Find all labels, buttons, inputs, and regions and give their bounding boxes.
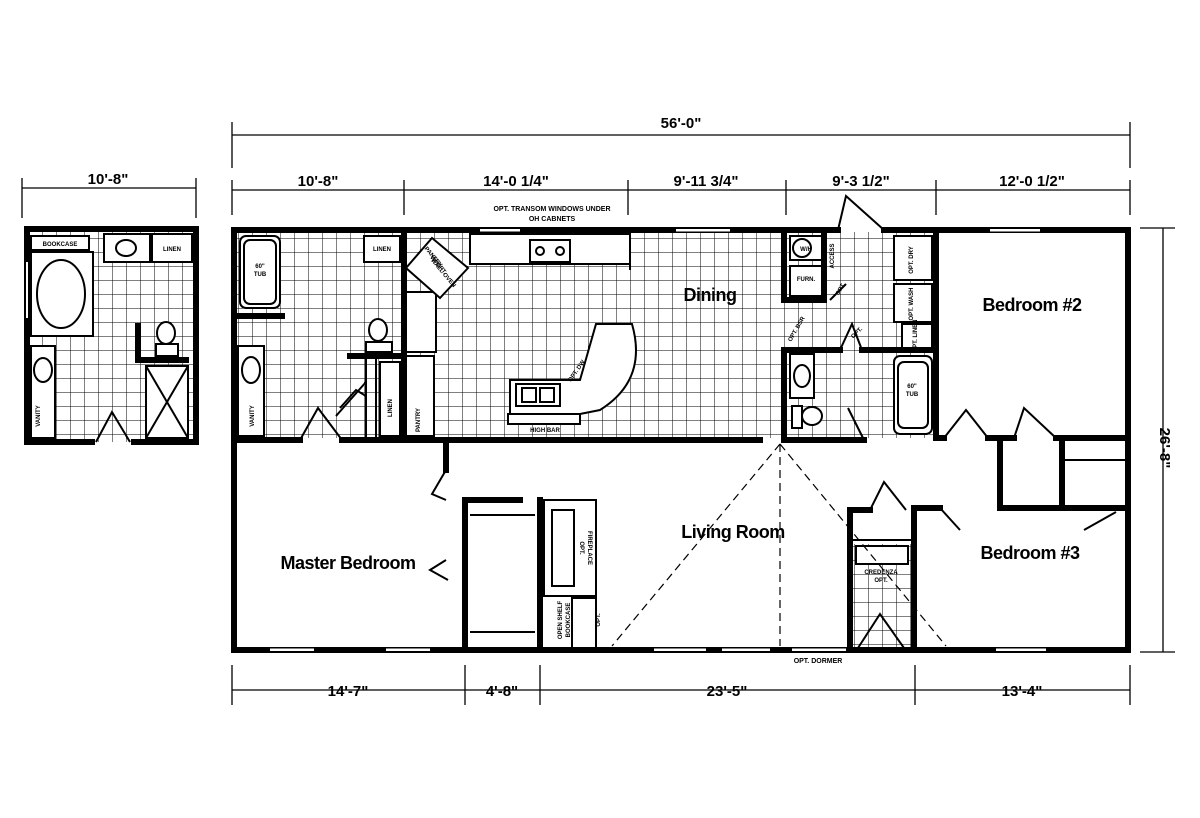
credenza-label-1: CREDENZA [864,570,898,576]
top-dim-2: 14'-0 1/4" [483,173,549,190]
fixtures [237,233,933,649]
living-room-label: Living Room [681,522,785,542]
dimension-lines [21,122,1175,705]
bottom-dim-4: 13'-4" [1002,683,1043,700]
pantry-closet-label: PANTRY [416,408,422,432]
bath2-tub-size: 60" [907,384,917,390]
windows [270,227,1046,653]
fireplace-label-1: OPT. [578,541,584,555]
bath2-tub-label: TUB [906,392,919,398]
bedroom2-label: Bedroom #2 [982,295,1082,315]
bottom-dim-2: 4'-8" [486,683,518,700]
fireplace-label-2: FIREPLACE [586,531,592,565]
master-tub-label: TUB [254,272,267,278]
bedroom3-label: Bedroom #3 [980,543,1080,563]
access-label: ACCESS [830,243,836,268]
bookcase-label-3: OPT. [596,613,602,627]
alt-vanity-label: VANITY [36,405,42,427]
room-labels: Dining Bedroom #2 Bedroom #3 Master Bedr… [280,285,1082,573]
high-bar-label: HIGH BAR [530,428,560,434]
master-tub-size: 60" [255,264,265,270]
door-swings [299,194,1117,649]
interior-walls [231,227,1131,653]
furnace-label: FURN. [797,277,816,283]
opt-wash-label: OPT. WASH [909,287,915,320]
bookcase-label-1: OPEN SHELF [558,600,564,639]
bottom-dim-1: 14'-7" [328,683,369,700]
top-dim-5: 12'-0 1/2" [999,173,1065,190]
master-vanity-label: VANITY [250,405,256,427]
opt-linen-label: OPT. LINEN [913,319,919,352]
transom-note-2: OH CABNETS [529,216,576,223]
master-bedroom-label: Master Bedroom [280,553,415,573]
alternate-master-bath [24,226,199,445]
dormer-dashed-lines [611,443,947,647]
master-linen-label: LINEN [373,247,391,253]
top-dim-3: 9'-11 3/4" [674,173,739,190]
top-dim-4: 9'-3 1/2" [832,173,889,190]
credenza-label-2: OPT. [874,578,888,584]
overall-width-label: 56'-0" [661,115,702,132]
transom-note-1: OPT. TRANSOM WINDOWS UNDER [493,206,610,213]
bookcase-label-2: BOOKCASE [566,603,572,638]
alt-linen-label: LINEN [163,247,181,253]
dining-label: Dining [684,285,737,305]
opt-dry-label: OPT. DRY [909,246,915,273]
top-dim-1: 10'-8" [298,173,339,190]
dormer-note: OPT. DORMER [794,658,843,665]
alt-bookcase-label: BOOKCASE [43,242,78,248]
bottom-dim-3: 23'-5" [707,683,748,700]
dimension-labels: 56'-0" 10'-8" 10'-8" 14'-0 1/4" 9'-11 3/… [88,115,1173,700]
exterior-walls [231,227,1131,653]
overall-depth-label: 26'-8" [1156,428,1173,469]
alt-bath-width-label: 10'-8" [88,171,129,188]
water-heater-label: W/H [800,247,812,253]
linen-closet-label: LINEN [388,399,394,417]
